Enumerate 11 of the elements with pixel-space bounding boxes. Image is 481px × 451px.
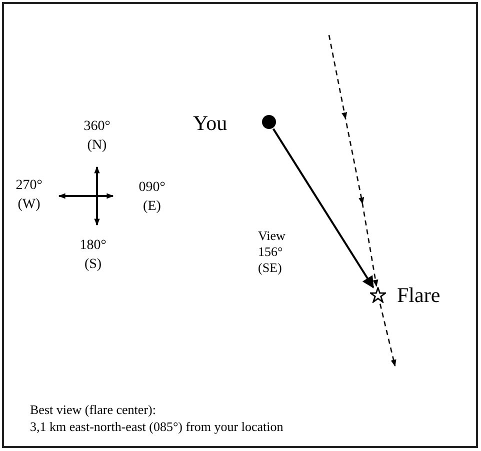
note-text: Best view (flare center):	[30, 401, 157, 418]
compass-label: 360° (N)	[82, 118, 112, 155]
note-text: 3,1 km east-north-east (085°) from your location	[30, 418, 284, 435]
compass-label: 270° (W)	[14, 177, 44, 214]
dashed-arrow	[328, 34, 378, 287]
compass-label: 090° (E)	[138, 179, 166, 216]
star-marker	[370, 287, 386, 303]
compass-label: 180° (S)	[78, 237, 108, 274]
point-label: Flare	[397, 283, 440, 307]
point-label: You	[193, 111, 228, 135]
dashed-arrow	[379, 304, 396, 367]
